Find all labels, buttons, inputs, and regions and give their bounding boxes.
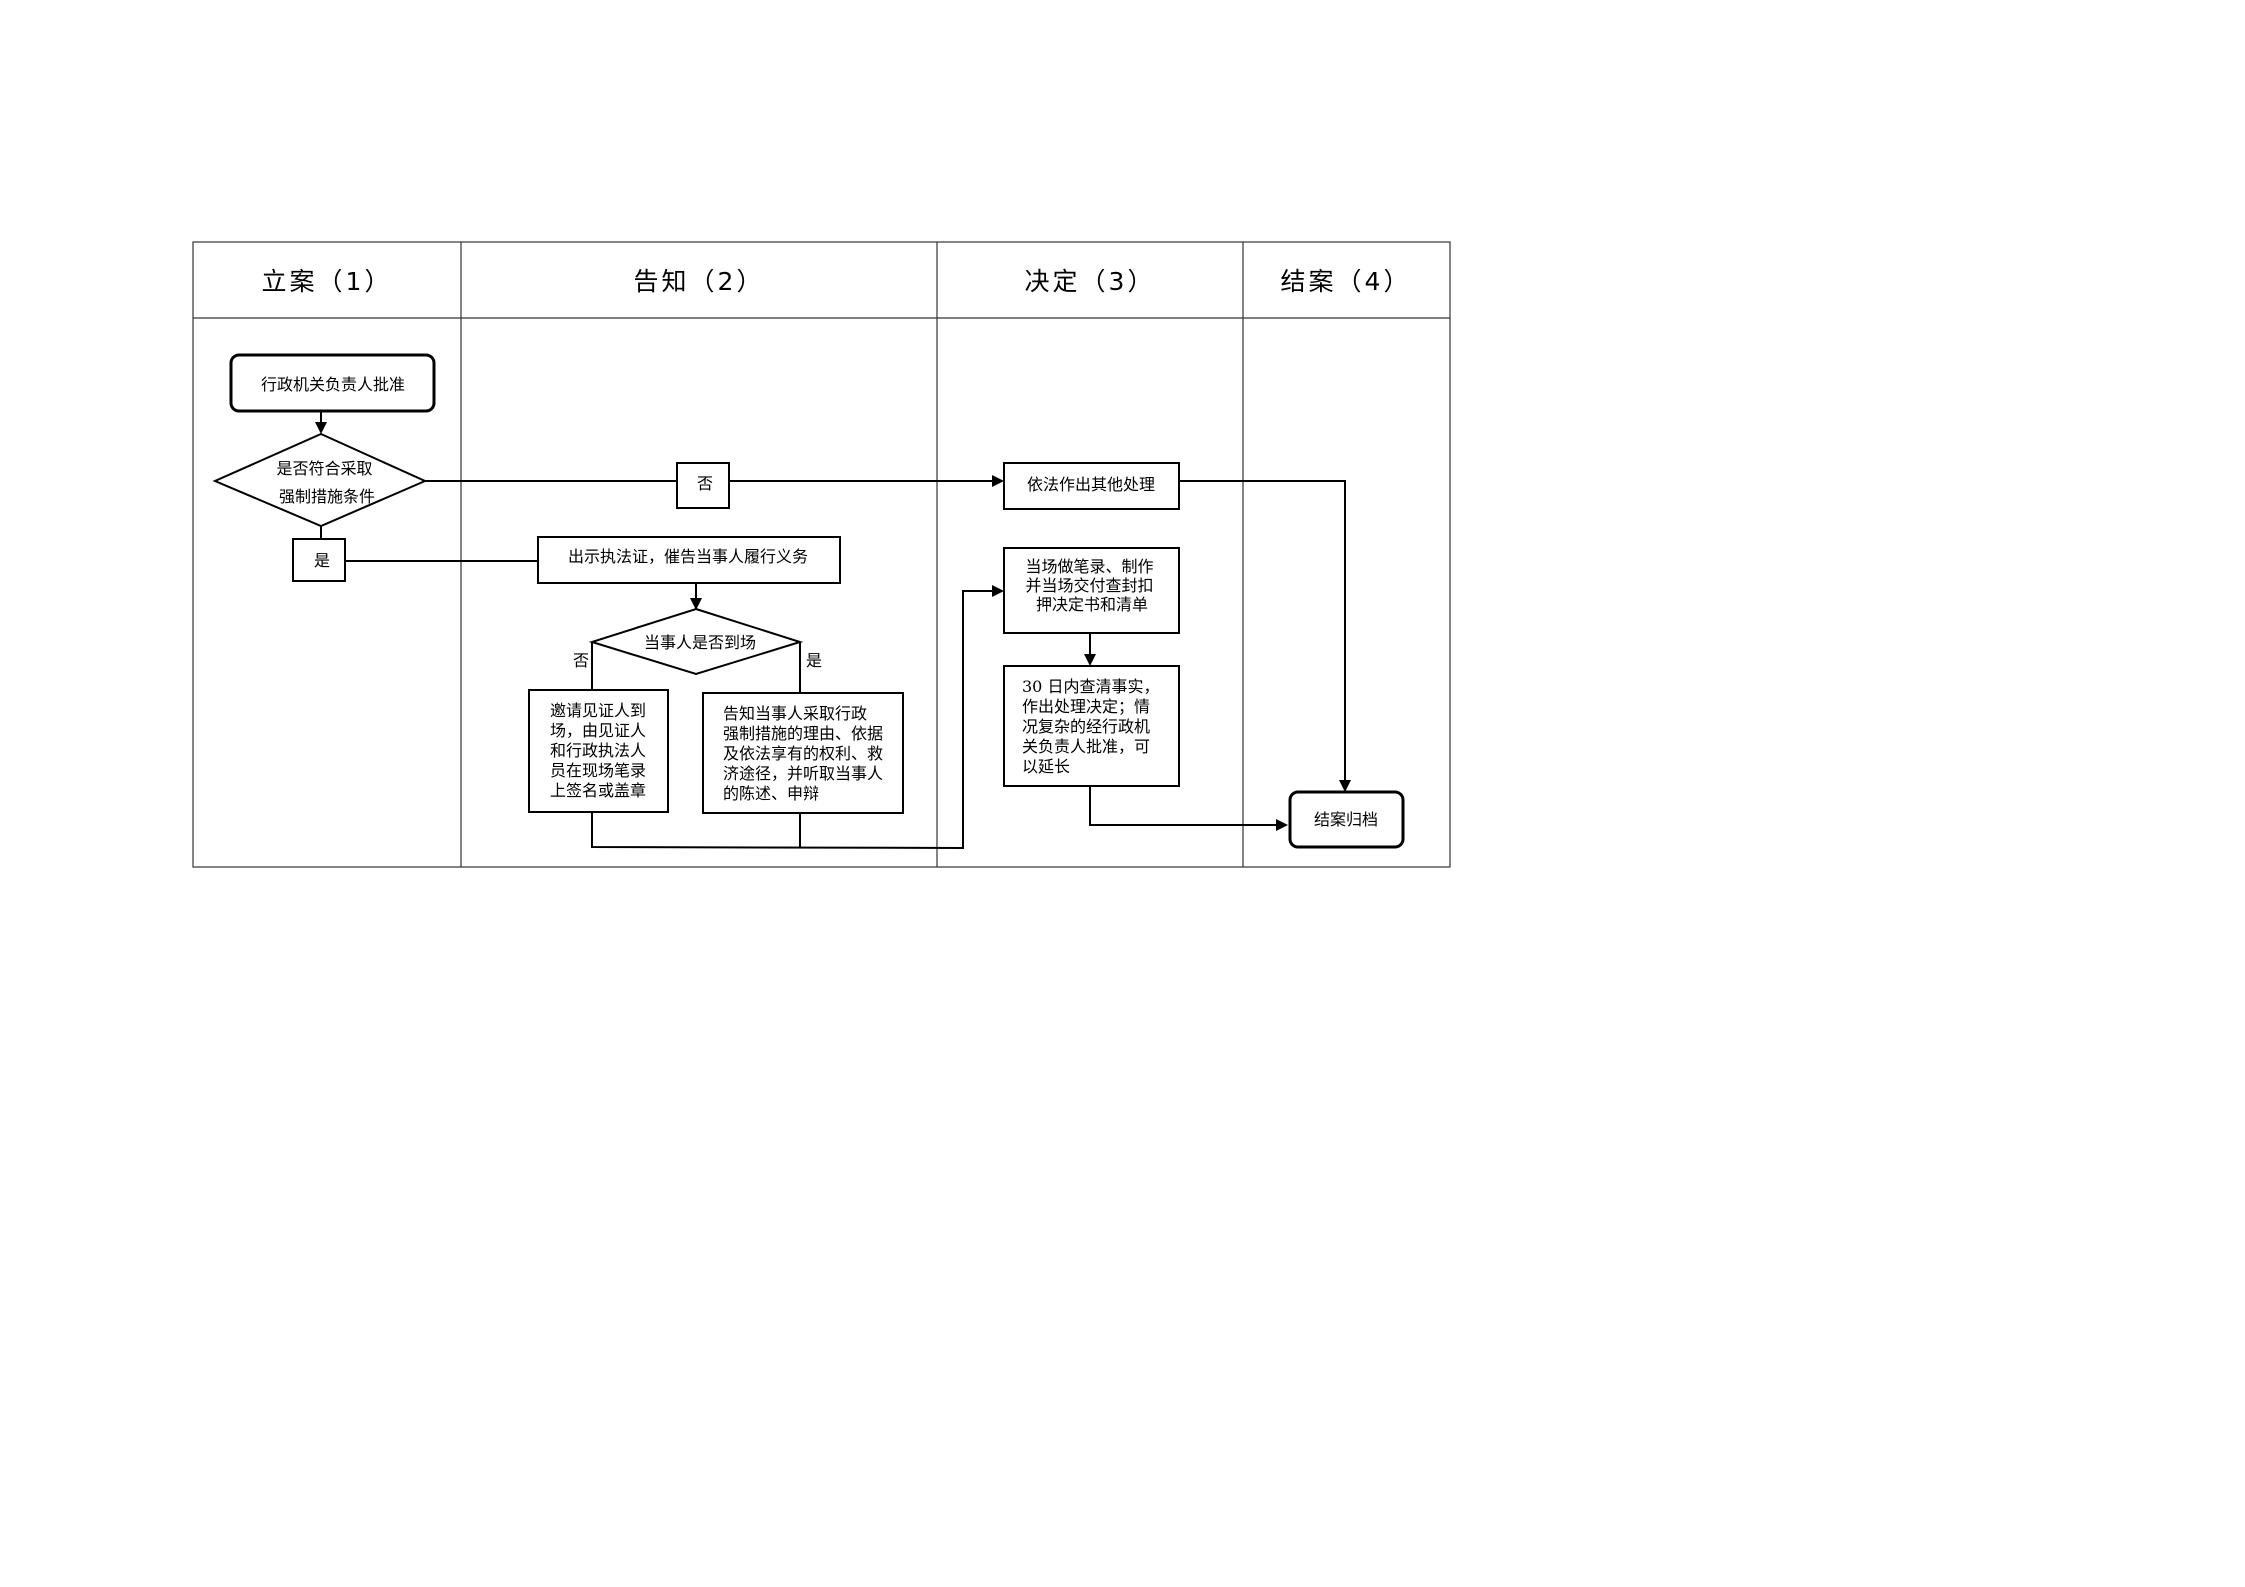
node-condition-line-1: 是否符合采取 xyxy=(276,459,372,478)
node-witness-line-3: 和行政执法人 xyxy=(550,741,646,760)
node-condition-line-2: 强制措施条件 xyxy=(279,487,375,506)
node-investigate-line-2: 作出处理决定；情 xyxy=(1022,697,1150,716)
node-inform-line-4: 济途径，并听取当事人 xyxy=(723,764,883,783)
lane-header-1: 立案（1） xyxy=(262,267,393,296)
node-investigate-line-1: 30 日内查清事实， xyxy=(1022,677,1159,696)
node-archive-line-1: 结案归档 xyxy=(1314,810,1378,829)
edge-label-present-yes: 是 xyxy=(806,651,822,670)
node-record-label: 当场做笔录、制作 并当场交付查封扣 押决定书和清单 xyxy=(1025,557,1158,614)
node-record-line-3: 押决定书和清单 xyxy=(1036,595,1148,614)
node-approve-line-1: 行政机关负责人批准 xyxy=(261,375,405,394)
node-inform-box xyxy=(702,692,904,814)
node-inform-line-2: 强制措施的理由、依据 xyxy=(723,724,883,743)
node-inform-line-1: 告知当事人采取行政 xyxy=(723,704,867,723)
node-investigate-line-3: 况复杂的经行政机 xyxy=(1022,717,1150,736)
node-record-line-2: 并当场交付查封扣 xyxy=(1025,576,1153,595)
node-witness-line-5: 上签名或盖章 xyxy=(550,781,646,800)
node-witness-line-1: 邀请见证人到 xyxy=(550,701,646,720)
node-investigate-line-5: 以延长 xyxy=(1022,757,1070,776)
node-investigate-line-4: 关负责人批准，可 xyxy=(1022,737,1150,756)
node-investigate-box xyxy=(1003,665,1180,787)
node-no-line-1: 否 xyxy=(697,474,713,493)
edge-merge-to-record xyxy=(591,585,1004,850)
node-inform-label: 告知当事人采取行政 强制措施的理由、依据 及依法享有的权利、救 济途径，并听取当… xyxy=(723,704,888,803)
node-archive-label: 结案归档 xyxy=(1314,810,1378,829)
node-present-diamond xyxy=(588,607,804,676)
node-other-box xyxy=(1003,462,1180,510)
node-inform-line-3: 及依法享有的权利、救 xyxy=(723,744,883,763)
node-show-cert-label: 出示执法证，催告当事人履行义务 xyxy=(568,547,808,566)
node-yes-label: 是 xyxy=(314,551,330,570)
node-condition-diamond xyxy=(212,432,428,528)
swimlane-frame xyxy=(192,241,1451,868)
node-yes-box xyxy=(292,538,346,582)
node-archive-box xyxy=(1288,790,1405,849)
node-approve-box xyxy=(229,353,436,413)
node-witness-line-4: 员在现场笔录 xyxy=(550,761,646,780)
edge-other-to-archive xyxy=(1179,480,1351,792)
node-present-line-1: 当事人是否到场 xyxy=(644,633,756,652)
node-no-box xyxy=(676,462,730,509)
node-other-line-1: 依法作出其他处理 xyxy=(1027,475,1155,494)
node-present-label: 当事人是否到场 xyxy=(644,633,756,652)
node-condition-label: 是否符合采取 强制措施条件 xyxy=(276,459,377,506)
node-record-line-1: 当场做笔录、制作 xyxy=(1025,557,1153,576)
node-witness-line-2: 场，由见证人 xyxy=(550,721,646,740)
node-yes-line-1: 是 xyxy=(314,551,330,570)
node-approve-label: 行政机关负责人批准 xyxy=(261,375,405,394)
edge-investigate-to-archive xyxy=(1089,786,1288,831)
connectors xyxy=(315,411,1351,850)
node-other-label: 依法作出其他处理 xyxy=(1027,475,1155,494)
node-show-cert-box xyxy=(537,536,841,584)
node-inform-line-5: 的陈述、申辩 xyxy=(723,784,819,803)
lane-header-2: 告知（2） xyxy=(634,267,765,296)
node-record-box xyxy=(1003,547,1180,634)
lane-header-4: 结案（4） xyxy=(1281,267,1412,296)
edge-label-absent: 否 xyxy=(573,651,589,670)
node-witness-label: 邀请见证人到 场，由见证人 和行政执法人 员在现场笔录 上签名或盖章 xyxy=(550,701,651,800)
node-shapes xyxy=(212,353,1405,849)
lane-header-3: 决定（3） xyxy=(1025,267,1156,296)
node-no-label: 否 xyxy=(697,474,713,493)
node-witness-box xyxy=(528,689,669,813)
node-show-cert-line-1: 出示执法证，催告当事人履行义务 xyxy=(568,547,808,566)
node-investigate-label: 30 日内查清事实， 作出处理决定；情 况复杂的经行政机 关负责人批准，可 以延… xyxy=(1022,677,1165,776)
swimlane-border xyxy=(192,241,1451,868)
